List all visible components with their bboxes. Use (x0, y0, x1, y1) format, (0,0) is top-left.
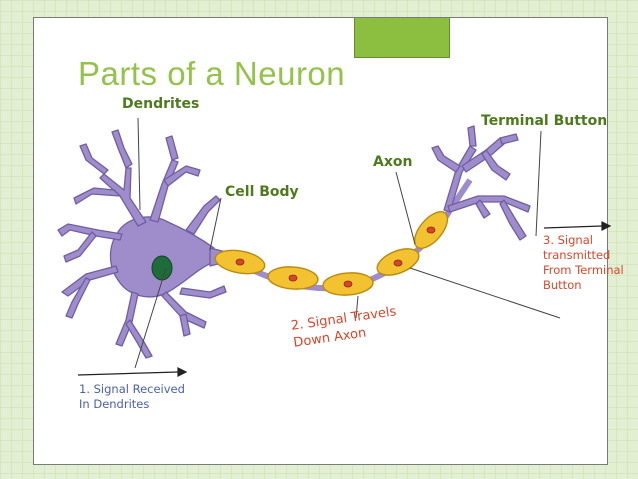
node-dot (235, 258, 245, 266)
dendrites-group (57, 129, 227, 359)
step2-pointer (355, 295, 359, 319)
node-dot (393, 259, 403, 267)
dendrite-branch (179, 285, 227, 299)
step1-pointer (134, 267, 167, 369)
step1-line2: In Dendrites (79, 397, 150, 411)
label-cell-body: Cell Body (225, 184, 299, 200)
label-axon: Axon (373, 154, 413, 170)
axon-pointer (395, 171, 416, 245)
step1-arrowhead (177, 367, 188, 377)
terminal-branch (499, 199, 527, 241)
label-terminal-button: Terminal Button (481, 113, 608, 129)
dendrite-branch (65, 277, 91, 319)
step1-arrow (77, 371, 179, 376)
step3-pointer (409, 267, 561, 319)
title-tab-decoration (354, 18, 450, 58)
dendrite-branch (111, 129, 133, 169)
step3-line4: Button (543, 278, 582, 292)
nucleus-shape (151, 255, 173, 281)
dendrite-branch (149, 159, 179, 223)
pointer-lines (134, 117, 561, 369)
cell-body-pointer (209, 197, 222, 251)
step3-arrow (543, 225, 603, 229)
dendrite-branch (125, 319, 153, 359)
terminal-branch (447, 195, 531, 213)
arrows (77, 221, 612, 377)
dendrite-branch (165, 135, 179, 161)
terminal-branch (467, 125, 477, 147)
dendrites-pointer (137, 117, 141, 211)
axon-terminals-group (431, 125, 531, 241)
step3-arrowhead (601, 221, 612, 231)
terminal-button-pointer (535, 130, 542, 237)
node-dots-group (235, 226, 436, 288)
terminal-branch (431, 145, 461, 173)
dendrite-branch (161, 291, 207, 329)
node-dot (343, 280, 353, 288)
terminal-branch (499, 133, 519, 145)
dendrite-branch (79, 143, 109, 175)
step3-line1: 3. Signal (543, 233, 593, 247)
dendrite-branch (57, 223, 123, 241)
node-dot (288, 274, 298, 282)
step1-line1: 1. Signal Received (79, 382, 185, 396)
dendrite-branch (179, 313, 191, 337)
terminal-branch (475, 199, 491, 219)
label-dendrites: Dendrites (122, 96, 200, 112)
dendrite-branch (73, 187, 121, 205)
node-dot (426, 226, 436, 234)
myelin-sheath-group (214, 211, 449, 296)
dendrite-branch (99, 167, 147, 227)
step3-line3: From Terminal (543, 263, 624, 277)
dendrite-branch (63, 231, 97, 263)
dendrite-branch (185, 195, 221, 235)
dendrite-branch (163, 165, 201, 187)
slide-title: Parts of a Neuron (78, 55, 346, 92)
terminal-branch (481, 149, 511, 181)
step3-line2: transmitted (543, 248, 611, 262)
